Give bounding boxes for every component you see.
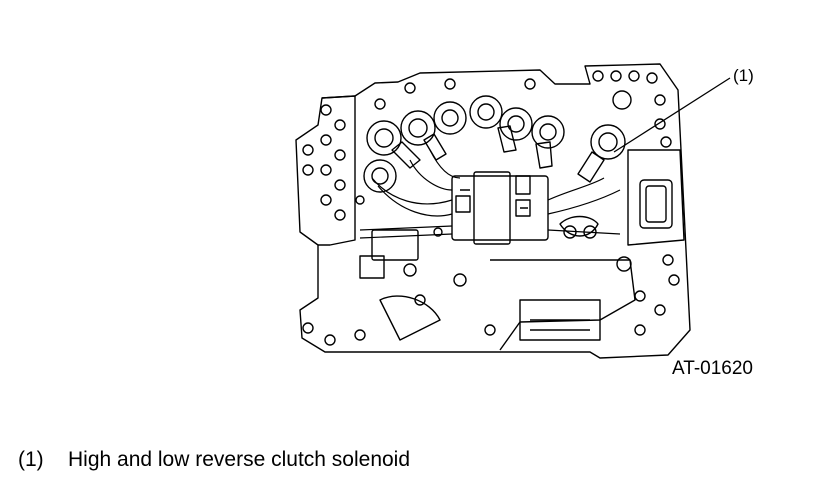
wiring-harness: [359, 149, 621, 239]
left-plate: [318, 95, 356, 246]
right-plate: [627, 149, 685, 246]
lower-plate: [490, 259, 636, 351]
solenoid-group: [363, 95, 565, 193]
lower-valve-area: [359, 215, 599, 341]
figure-code: AT-01620: [672, 358, 753, 379]
harness-connector: [451, 171, 549, 245]
high-low-reverse-clutch-solenoid: [577, 90, 632, 183]
legend-description: High and low reverse clutch solenoid: [68, 448, 411, 471]
bolt-holes: [302, 70, 680, 346]
legend-number: (1): [18, 448, 44, 471]
callout-label: (1): [733, 66, 754, 85]
callout-leader-line: [613, 77, 731, 153]
valve-body-plate: [295, 63, 691, 359]
